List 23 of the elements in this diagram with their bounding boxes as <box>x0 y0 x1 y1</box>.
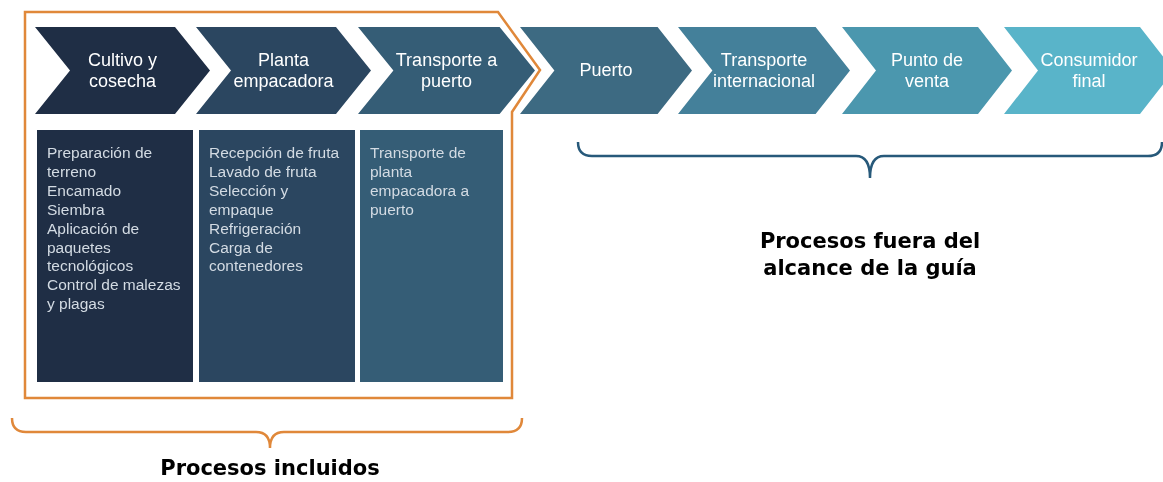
list-item: Lavado de fruta <box>209 162 318 182</box>
list-item: Recepción de fruta <box>209 144 341 163</box>
detail-panel <box>37 130 193 382</box>
step-label: Transporte a puerto <box>394 49 499 92</box>
step-label: Transporte internacional <box>711 49 817 92</box>
step-label: Punto de venta <box>889 49 965 92</box>
list-item: Refrigeración <box>209 219 303 239</box>
step-label: Cultivo y cosecha <box>87 49 158 92</box>
step-label: Consumidor final <box>1039 49 1139 92</box>
list-item: Transporte de planta empacadora a puerto <box>370 144 471 220</box>
detail-panel <box>199 130 355 382</box>
list-item: Aplicación de paquetes tecnológicos <box>47 219 141 277</box>
group-caption: Procesos fuera del alcance de la guía <box>758 228 982 283</box>
group-caption: Procesos incluidos <box>159 455 381 482</box>
list-item: Control de malezas y plagas <box>47 276 182 315</box>
step-label: Puerto <box>578 60 634 81</box>
list-item: Preparación de terreno <box>47 144 154 182</box>
list-item: Carga de contenedores <box>209 238 304 277</box>
step-label: Planta empacadora <box>232 49 335 92</box>
detail-panel <box>360 130 503 382</box>
list-item: Selección y empaque <box>209 181 290 220</box>
list-item: Siembra <box>47 200 106 220</box>
list-item: Encamado <box>47 181 123 201</box>
